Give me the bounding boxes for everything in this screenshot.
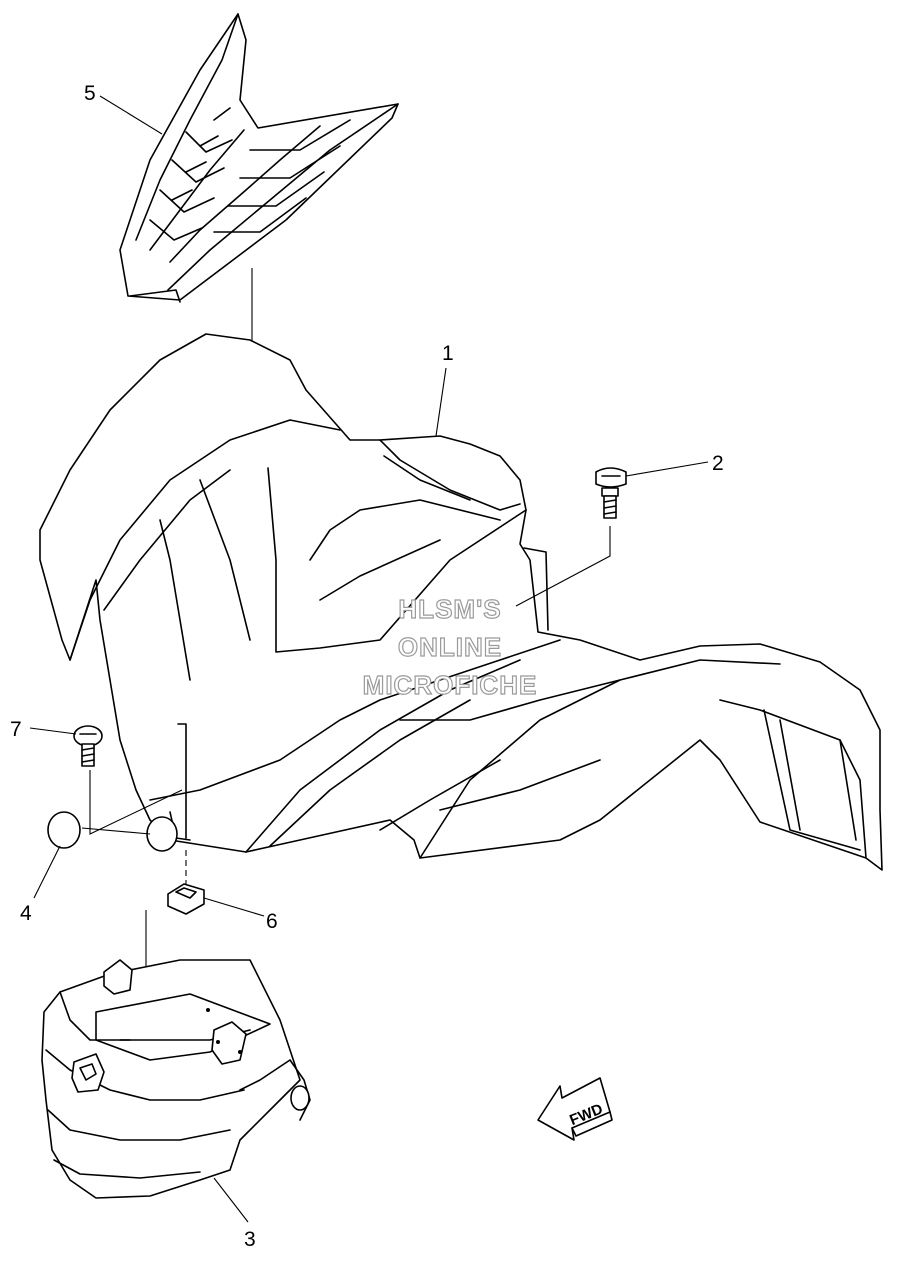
callout-2: 2	[712, 452, 724, 475]
leader-1	[435, 367, 447, 437]
leader-2	[625, 461, 709, 477]
callout-6: 6	[266, 910, 278, 933]
leader-2-path	[515, 526, 611, 607]
fwd-arrow-icon: FWD	[537, 1077, 613, 1141]
part-5-grille[interactable]	[119, 13, 399, 303]
part-2-bolt[interactable]	[595, 467, 627, 519]
leader-7-path	[89, 770, 183, 835]
watermark-line-2: ONLINE	[398, 632, 502, 662]
leader-6	[203, 897, 265, 917]
watermark: HLSM'S ONLINE MICROFICHE	[362, 593, 538, 700]
callout-4: 4	[20, 902, 32, 925]
callout-5: 5	[84, 82, 96, 105]
leader-4-path	[81, 827, 151, 835]
part-1-front-fender[interactable]	[39, 333, 883, 871]
leader-4	[33, 845, 61, 899]
part-6-clip[interactable]	[167, 883, 205, 915]
watermark-line-3: MICROFICHE	[363, 670, 538, 700]
leader-7	[29, 727, 77, 735]
callout-3: 3	[244, 1228, 256, 1251]
part-7-bolt[interactable]	[73, 725, 103, 767]
leader-5	[99, 95, 163, 135]
watermark-line-1: HLSM'S	[398, 594, 501, 624]
part-3-guard[interactable]	[41, 959, 311, 1199]
leader-3	[213, 1177, 249, 1223]
callout-1: 1	[442, 342, 454, 365]
callout-7: 7	[10, 718, 22, 741]
part-4-cap[interactable]	[47, 811, 81, 849]
